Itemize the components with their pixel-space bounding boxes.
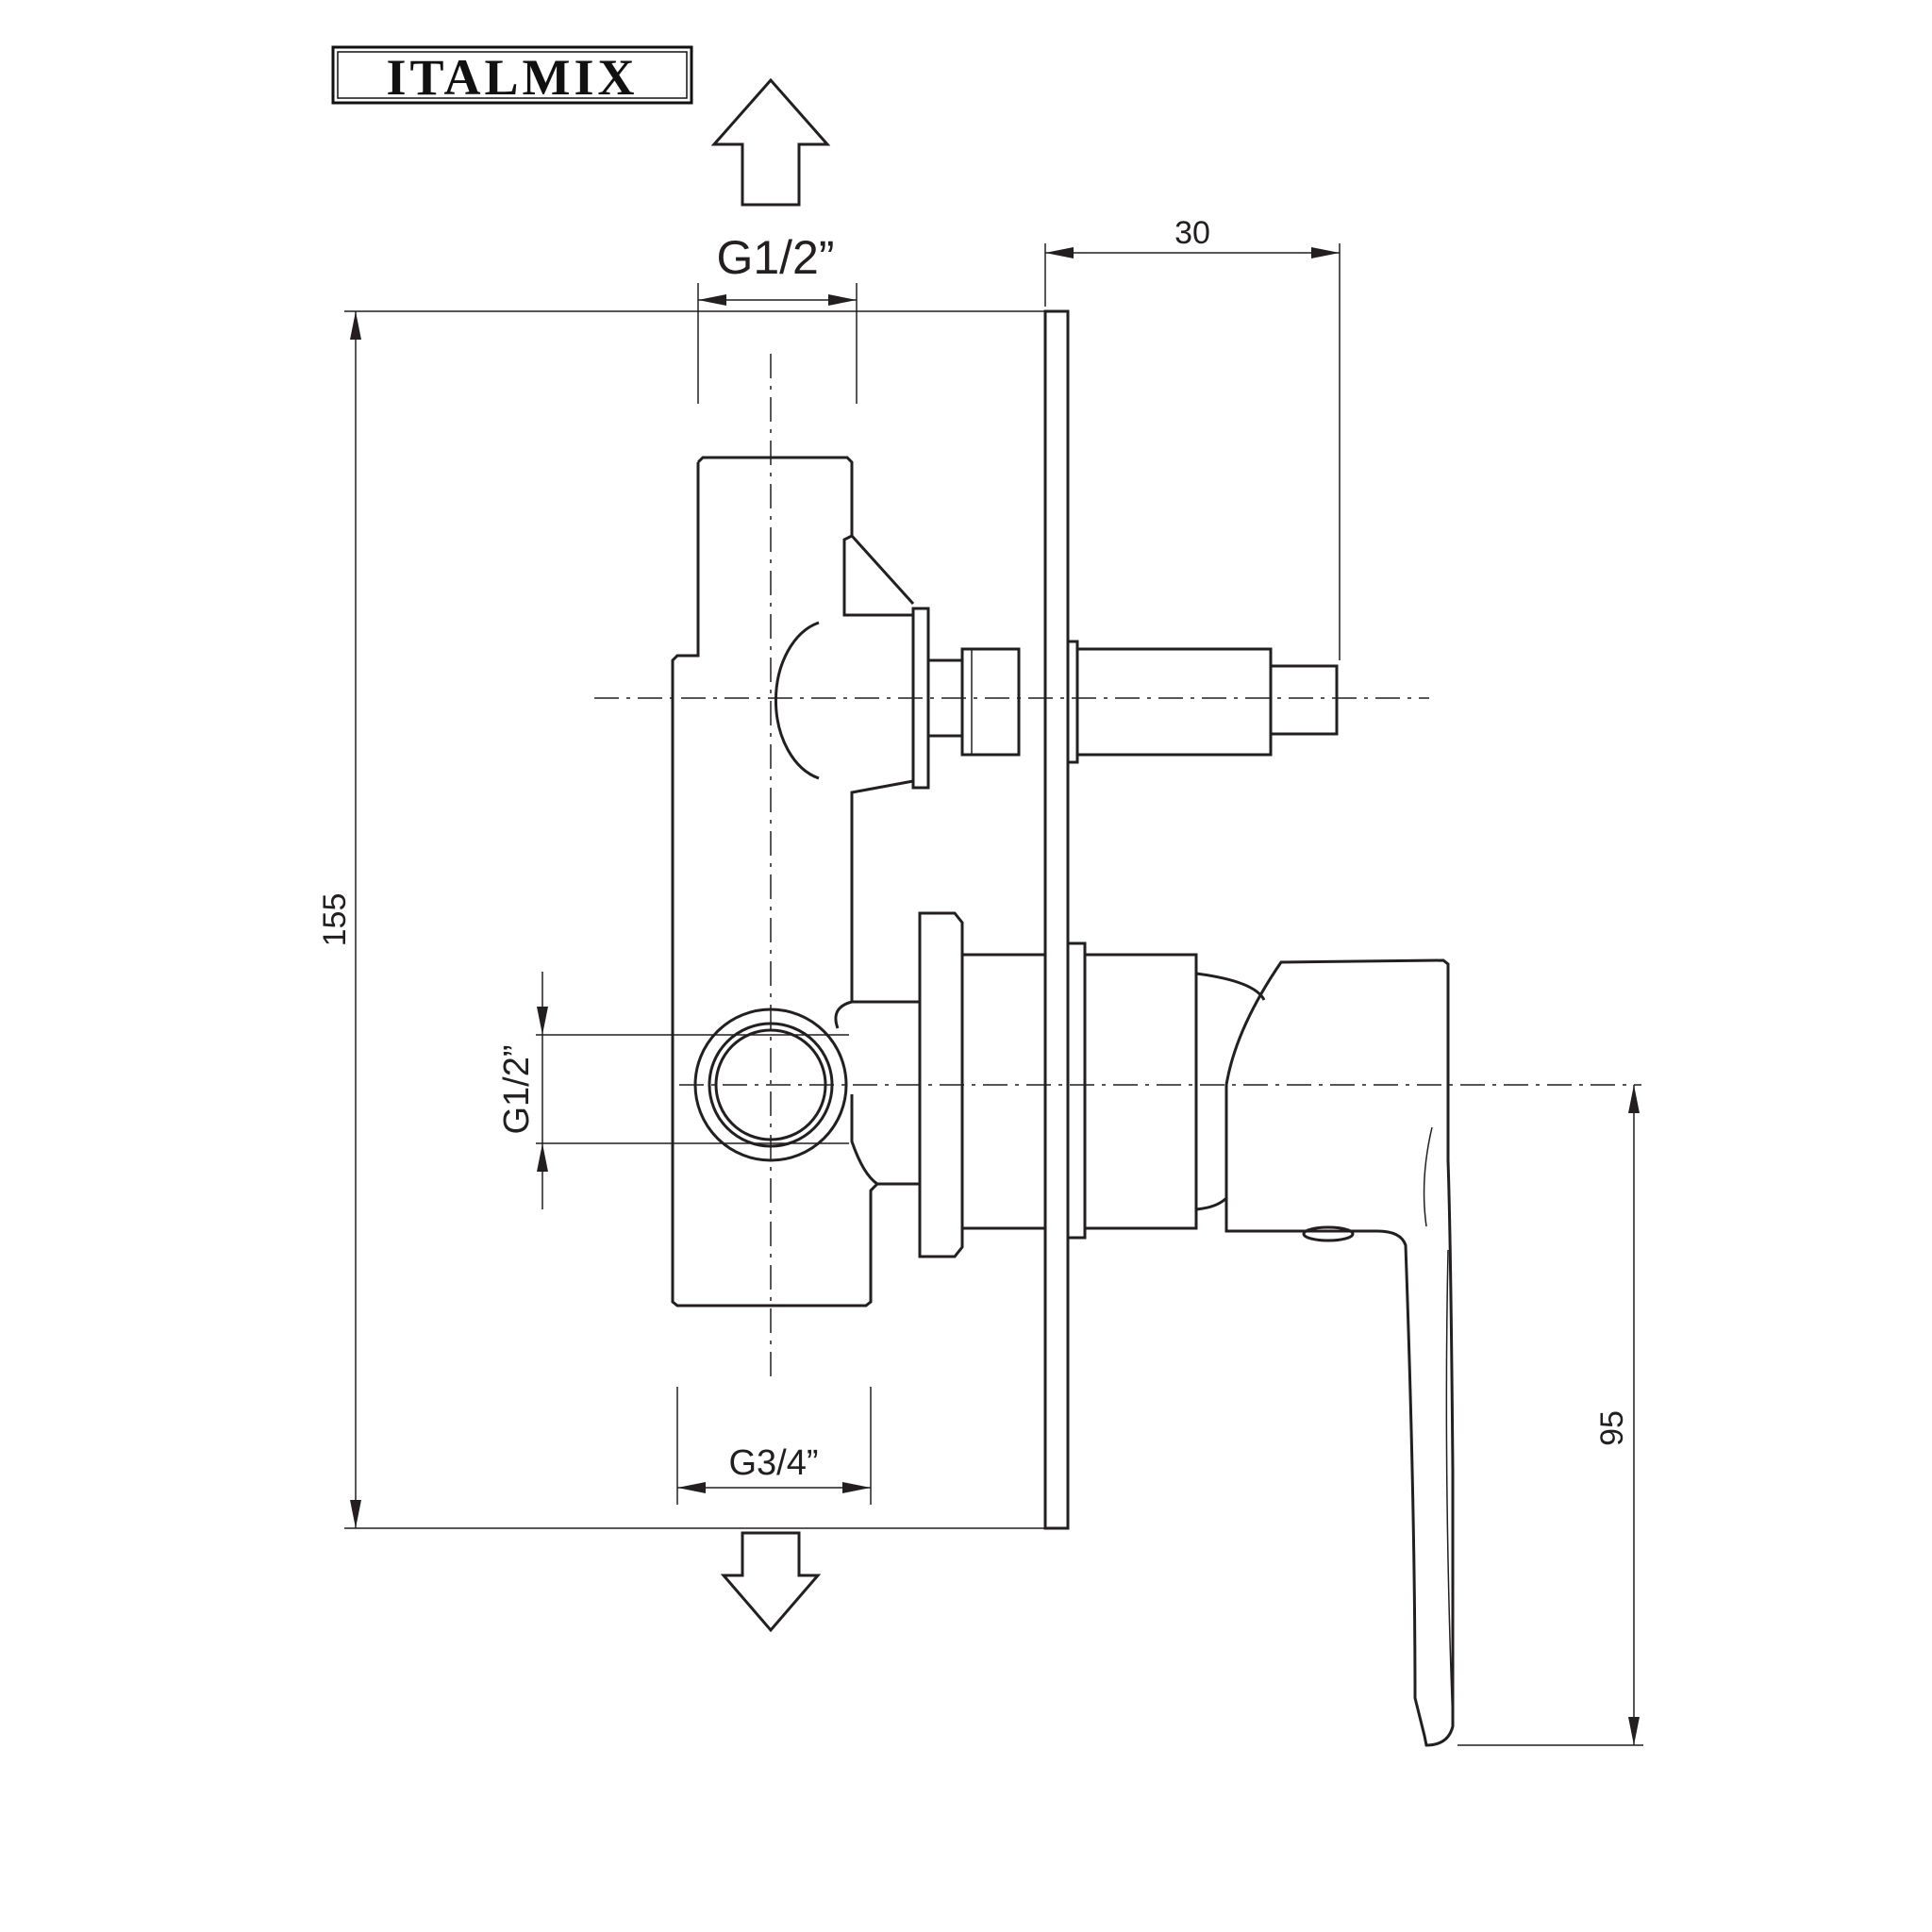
dimension-label-bottom-outlet: G3/4”	[728, 1443, 818, 1483]
dimension-label-lever-drop: 95	[1594, 1410, 1630, 1446]
dimension-side-outlet: G1/2”	[497, 972, 849, 1209]
cover-plate	[1043, 309, 1070, 1530]
dimension-lever-drop: 95	[1457, 1085, 1643, 1746]
dimension-label-spindle-projection: 30	[1174, 215, 1210, 251]
dimension-spindle-projection: 30	[1044, 215, 1341, 660]
side-outlet-port	[693, 1008, 848, 1162]
dimension-bottom-outlet: G3/4”	[676, 1387, 872, 1505]
dimension-label-height: 155	[317, 893, 353, 947]
valve-body	[671, 456, 920, 1307]
dimension-top-inlet: G1/2”	[697, 231, 858, 404]
flow-arrow-up-icon	[710, 77, 831, 207]
dimension-label-side-outlet: G1/2”	[497, 1044, 537, 1134]
lever-handle	[1224, 958, 1455, 1747]
dimension-label-top-inlet: G1/2”	[716, 231, 834, 284]
flow-arrow-down-icon	[720, 1531, 822, 1633]
center-lines	[594, 354, 1641, 1377]
brand-name: ITALMIX	[386, 49, 638, 106]
brand-logo: ITALMIX	[331, 45, 693, 106]
dimension-height: 155	[317, 310, 1045, 1529]
diverter-spindle	[911, 607, 1339, 790]
